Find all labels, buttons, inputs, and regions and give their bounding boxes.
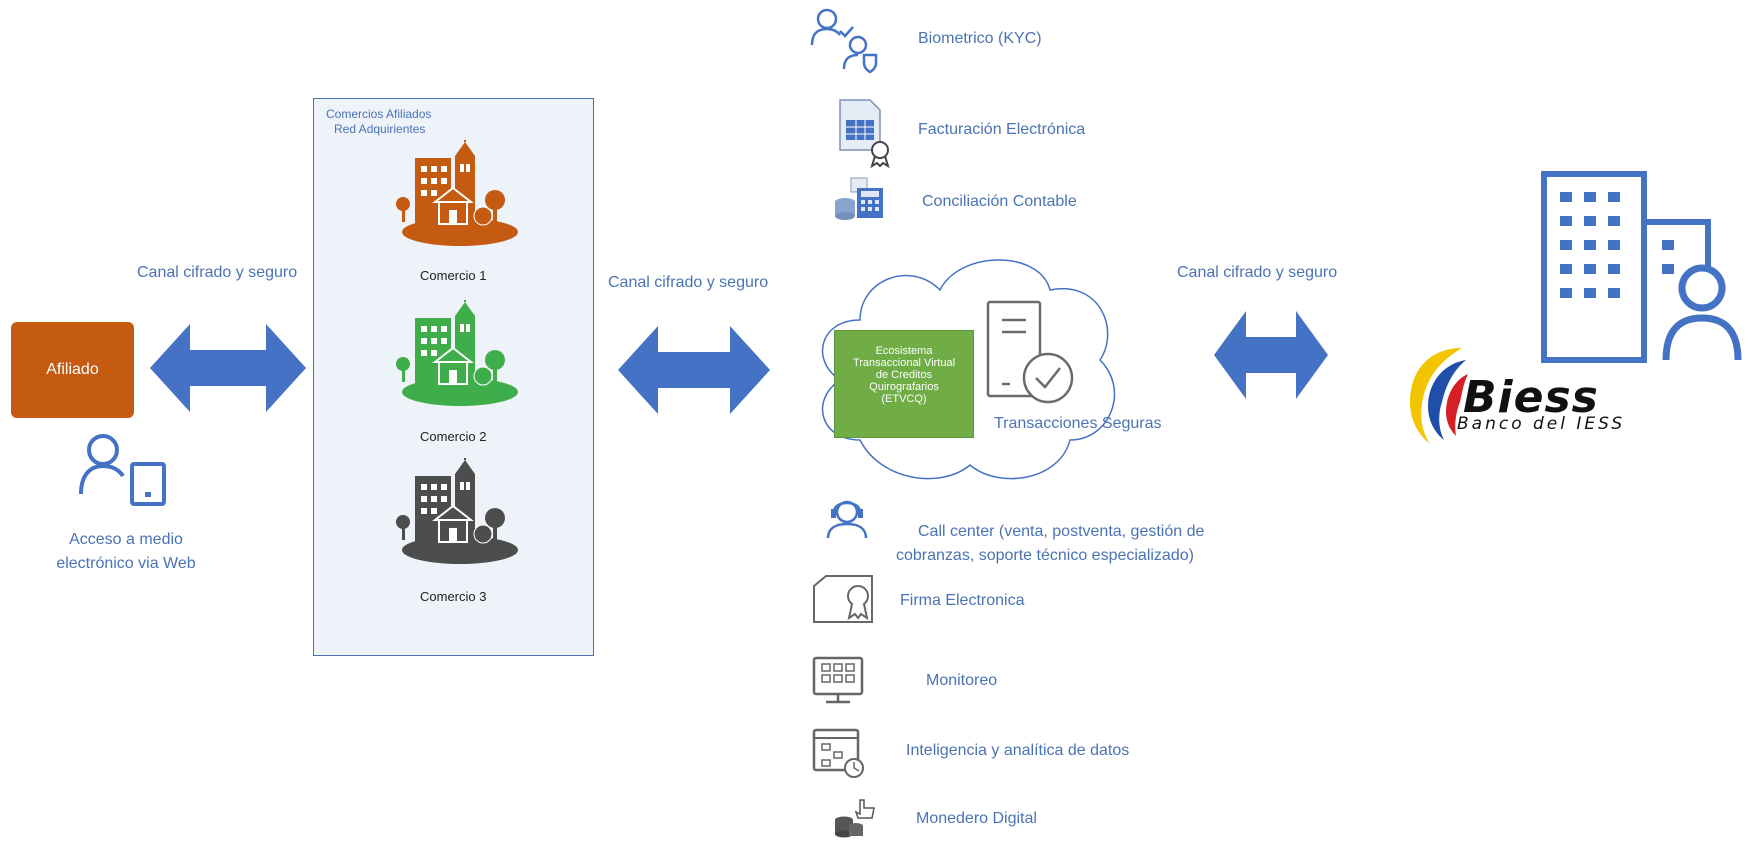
accounting-calculator-icon xyxy=(835,177,883,220)
bank-building-user-icon xyxy=(1541,171,1742,363)
service-inteligencia-label: Inteligencia y analítica de datos xyxy=(906,742,1130,759)
commerce-1-label: Comercio 1 xyxy=(420,268,487,283)
call-center-line1: Call center (venta, postventa, gestión d… xyxy=(918,523,1205,540)
call-center-headset-icon xyxy=(826,500,868,539)
commerce-2-town-icon xyxy=(396,300,518,406)
access-label: Acceso a medio electrónico via Web xyxy=(0,528,252,576)
channel-label-right: Canal cifrado y seguro xyxy=(1177,264,1338,281)
ecosystem-box: Ecosistema Transaccional Virtual de Cred… xyxy=(834,330,974,438)
digital-wallet-icon xyxy=(835,799,875,838)
access-label-line2: electrónico via Web xyxy=(56,555,196,572)
ecosystem-line5: (ETVCQ) xyxy=(881,393,927,405)
afiliado-label: Afiliado xyxy=(46,361,99,378)
commerce-3-town-icon xyxy=(396,458,518,564)
user-mobile-icon xyxy=(79,434,166,506)
panel-title-line1: Comercios Afiliados xyxy=(326,107,432,121)
invoice-certificate-icon xyxy=(839,99,890,168)
service-monedero-label: Monedero Digital xyxy=(916,810,1037,827)
commerce-3-label: Comercio 3 xyxy=(420,589,487,604)
ecosystem-line2: Transaccional Virtual xyxy=(852,357,956,369)
panel-title: Comercios Afiliados Red Adquirientes xyxy=(326,107,431,137)
channel-label-middle: Canal cifrado y seguro xyxy=(608,274,769,291)
panel-title-line2: Red Adquirientes xyxy=(334,122,426,136)
access-label-line1: Acceso a medio xyxy=(69,531,183,548)
bidirectional-arrow-middle xyxy=(618,326,770,414)
service-firma-label: Firma Electronica xyxy=(900,592,1025,609)
commerce-2-label: Comercio 2 xyxy=(420,429,487,444)
monitoring-screen-icon xyxy=(812,656,864,704)
ecosystem-line4: Quirografarios xyxy=(869,381,939,393)
secure-server-icon xyxy=(986,300,1074,404)
secure-transactions-label: Transacciones Seguras xyxy=(994,415,1162,432)
bank-logo-name: Biess xyxy=(1463,372,1599,423)
commerce-1-town-icon xyxy=(396,140,518,246)
service-biometrico-label: Biometrico (KYC) xyxy=(918,30,1042,47)
biometric-users-icon xyxy=(810,8,878,74)
service-conciliacion-label: Conciliación Contable xyxy=(922,193,1077,210)
bidirectional-arrow-right xyxy=(1214,311,1328,399)
ecosystem-line3: de Creditos xyxy=(875,369,933,381)
bidirectional-arrow-left xyxy=(150,324,306,412)
call-center-line2: cobranzas, soporte técnico especializado… xyxy=(896,547,1194,564)
bank-logo-subtitle: Banco del IESS xyxy=(1457,414,1626,434)
ecosystem-line1: Ecosistema xyxy=(875,345,933,357)
electronic-signature-certificate-icon xyxy=(813,575,873,623)
channel-label-left: Canal cifrado y seguro xyxy=(137,264,298,281)
data-analytics-icon xyxy=(812,728,864,778)
biess-logo-swoosh xyxy=(1410,348,1468,444)
service-call-center-label: Call center (venta, postventa, gestión d… xyxy=(896,520,1205,568)
afiliado-box: Afiliado xyxy=(11,322,134,418)
service-facturacion-label: Facturación Electrónica xyxy=(918,121,1086,138)
service-monitoreo-label: Monitoreo xyxy=(926,672,998,689)
